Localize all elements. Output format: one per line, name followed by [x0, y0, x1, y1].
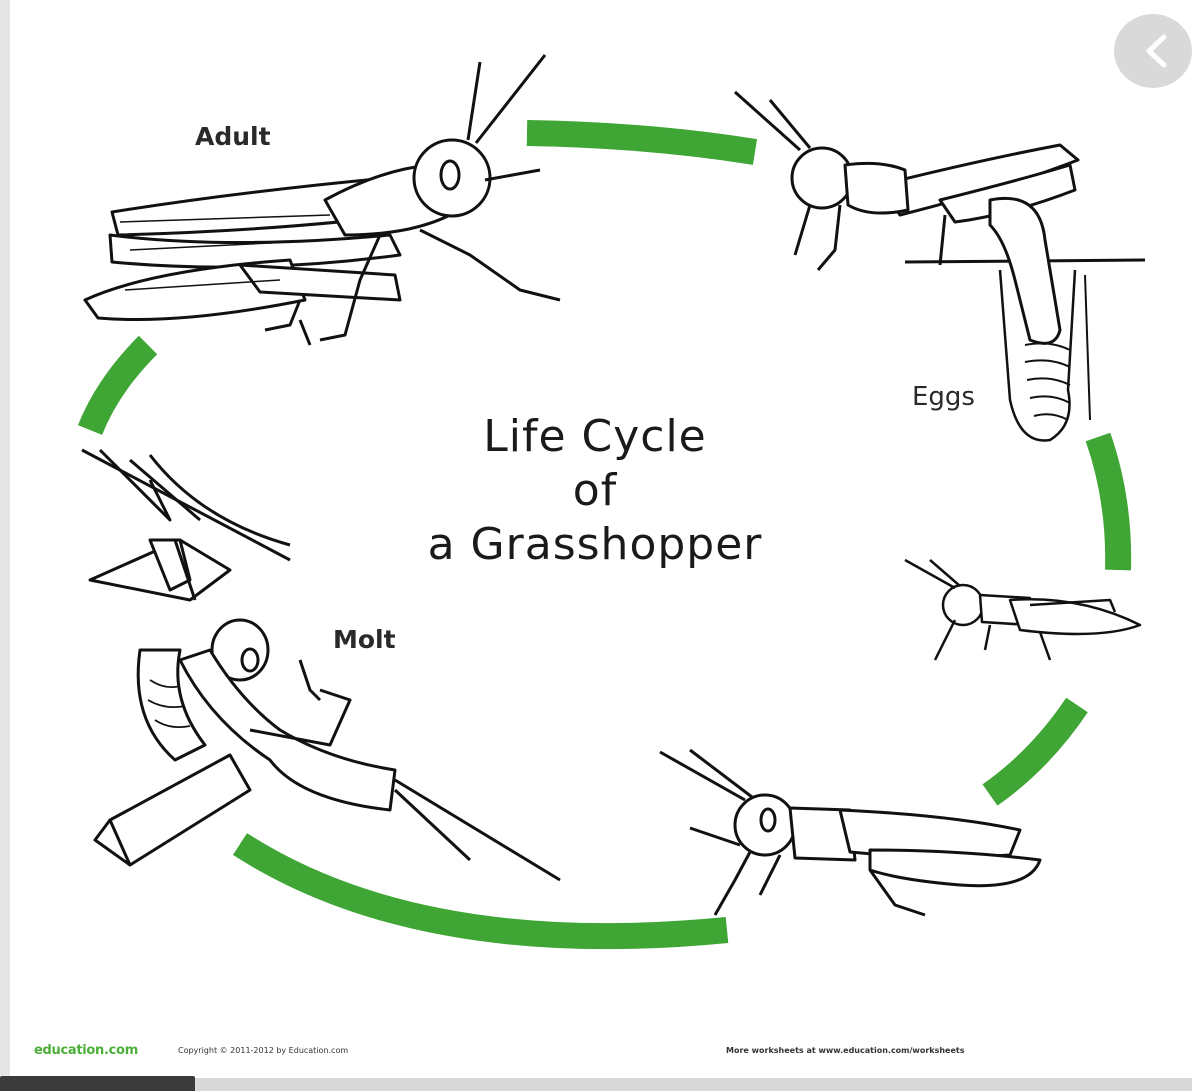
- footer-copyright: Copyright © 2011-2012 by Education.com: [178, 1046, 348, 1055]
- previous-button[interactable]: [1114, 14, 1192, 88]
- cycle-arc-top: [527, 133, 755, 152]
- cycle-arc-right-lower: [990, 705, 1077, 795]
- cycle-arc-left: [90, 345, 148, 430]
- chevron-left-icon: [1144, 34, 1168, 68]
- title-line-3: a Grasshopper: [360, 518, 830, 572]
- nymph-grasshopper-illustration: [905, 560, 1140, 660]
- footer-more-worksheets: More worksheets at www.education.com/wor…: [726, 1046, 964, 1055]
- adult-grasshopper-illustration: [85, 55, 560, 345]
- cycle-arc-right-upper: [1098, 437, 1118, 570]
- education-logo: education.com: [34, 1043, 138, 1058]
- label-eggs: Eggs: [912, 382, 975, 412]
- title-line-1: Life Cycle: [360, 410, 830, 464]
- title-line-2: of: [360, 464, 830, 518]
- young-grasshopper-illustration: [660, 750, 1040, 915]
- label-molt: Molt: [333, 625, 396, 654]
- label-adult: Adult: [195, 122, 271, 151]
- cycle-arc-bottom: [240, 844, 727, 936]
- diagram-title: Life Cycle of a Grasshopper: [360, 410, 830, 572]
